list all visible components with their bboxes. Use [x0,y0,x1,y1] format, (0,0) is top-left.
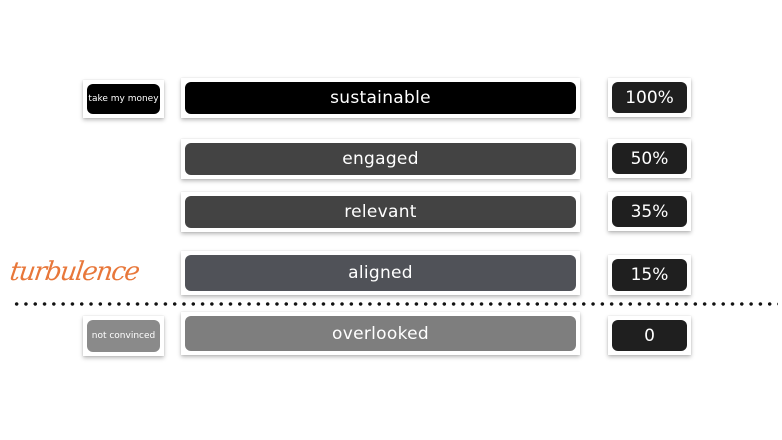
value-box-sustainable: 100% [608,78,691,117]
bar-label: overlooked [185,316,576,351]
bar-aligned: aligned [181,251,580,295]
value-label: 35% [612,196,687,227]
value-box-engaged: 50% [608,139,691,178]
value-box-aligned: 15% [608,255,691,295]
bar-overlooked: overlooked [181,312,580,355]
bar-engaged: engaged [181,139,580,179]
turbulence-divider-line [12,302,778,306]
value-label: 100% [612,82,687,113]
bar-sustainable: sustainable [181,78,580,118]
value-label: 50% [612,143,687,174]
value-box-relevant: 35% [608,192,691,231]
tag-not-convinced: not convinced [83,316,164,356]
bar-label: engaged [185,143,576,175]
bar-relevant: relevant [181,192,580,232]
value-box-overlooked: 0 [608,316,691,355]
tag-take-my-money-label: take my money [87,84,160,114]
bar-label: relevant [185,196,576,228]
turbulence-label: turbulence [7,257,141,287]
tag-take-my-money: take my money [83,80,164,118]
value-label: 0 [612,320,687,351]
bar-label: aligned [185,255,576,291]
tag-not-convinced-label: not convinced [87,320,160,352]
bar-label: sustainable [185,82,576,114]
value-label: 15% [612,259,687,291]
